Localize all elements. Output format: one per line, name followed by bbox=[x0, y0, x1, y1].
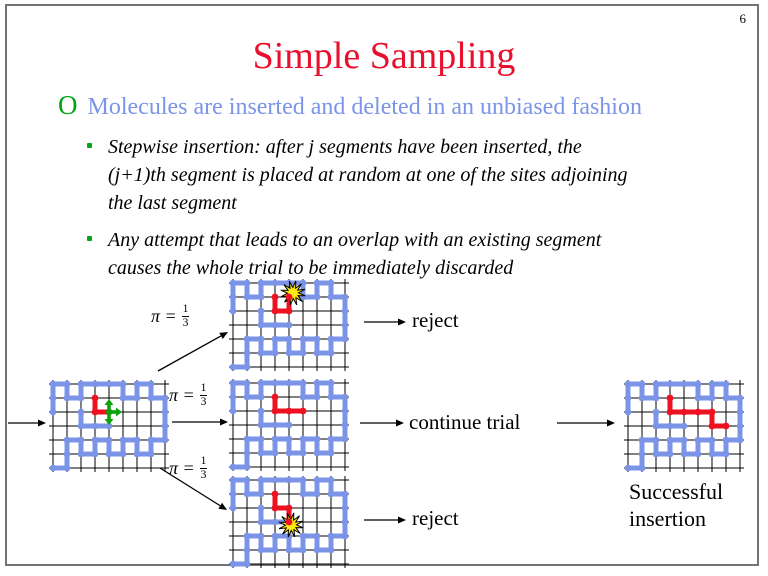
pi-equals: π = bbox=[151, 305, 177, 326]
sub-bullet-line: Any attempt that leads to an overlap wit… bbox=[108, 229, 602, 251]
lattice-success bbox=[624, 380, 744, 472]
outcome-reject-bottom: reject bbox=[412, 506, 459, 530]
lattice-trial-up bbox=[229, 279, 349, 371]
lattice-trial-right bbox=[229, 379, 349, 471]
fraction-denominator: 3 bbox=[182, 316, 189, 329]
circle-bullet-icon: O bbox=[58, 90, 78, 120]
sub-bullet-line: (j+1)th segment is placed at random at o… bbox=[108, 164, 628, 186]
page-number: 6 bbox=[739, 11, 747, 26]
outcome-continue-trial: continue trial bbox=[409, 410, 521, 434]
main-bullet: O Molecules are inserted and deleted in a… bbox=[58, 90, 642, 121]
sub-bullet-line: the last segment bbox=[108, 192, 237, 214]
slide-title: Simple Sampling bbox=[252, 35, 516, 77]
sub-bullet-list: Stepwise insertion: after j segments hav… bbox=[85, 133, 725, 282]
main-bullet-text: Molecules are inserted and deleted in an… bbox=[87, 94, 642, 120]
fraction-denominator: 3 bbox=[200, 468, 207, 481]
success-label-line: insertion bbox=[629, 506, 706, 531]
bullet-dot-icon bbox=[87, 236, 92, 241]
fraction-one-third: 1 3 bbox=[181, 303, 190, 329]
fraction-one-third: 1 3 bbox=[199, 382, 208, 408]
sub-bullet-line: Stepwise insertion: after j segments hav… bbox=[108, 136, 582, 158]
successful-insertion-label: Successful insertion bbox=[629, 478, 723, 532]
outcome-reject-top: reject bbox=[412, 308, 459, 332]
probability-label-right: π = 1 3 bbox=[169, 382, 208, 408]
bullet-dot-icon bbox=[87, 143, 92, 148]
slide-border bbox=[5, 4, 759, 566]
lattice-initial bbox=[49, 380, 169, 472]
fraction-one-third: 1 3 bbox=[199, 455, 208, 481]
sub-bullet-overlap: Any attempt that leads to an overlap wit… bbox=[85, 226, 725, 282]
fraction-denominator: 3 bbox=[200, 395, 207, 408]
fraction-numerator: 1 bbox=[199, 382, 208, 396]
success-label-line: Successful bbox=[629, 479, 724, 504]
probability-label-up: π = 1 3 bbox=[151, 303, 190, 329]
pi-equals: π = bbox=[169, 384, 195, 405]
pi-equals: π = bbox=[169, 457, 195, 478]
probability-label-down: π = 1 3 bbox=[169, 455, 208, 481]
sub-bullet-stepwise: Stepwise insertion: after j segments hav… bbox=[85, 133, 725, 217]
lattice-trial-down bbox=[229, 476, 349, 568]
sub-bullet-line: causes the whole trial to be immediately… bbox=[108, 257, 514, 279]
fraction-numerator: 1 bbox=[199, 455, 208, 469]
fraction-numerator: 1 bbox=[181, 303, 190, 317]
